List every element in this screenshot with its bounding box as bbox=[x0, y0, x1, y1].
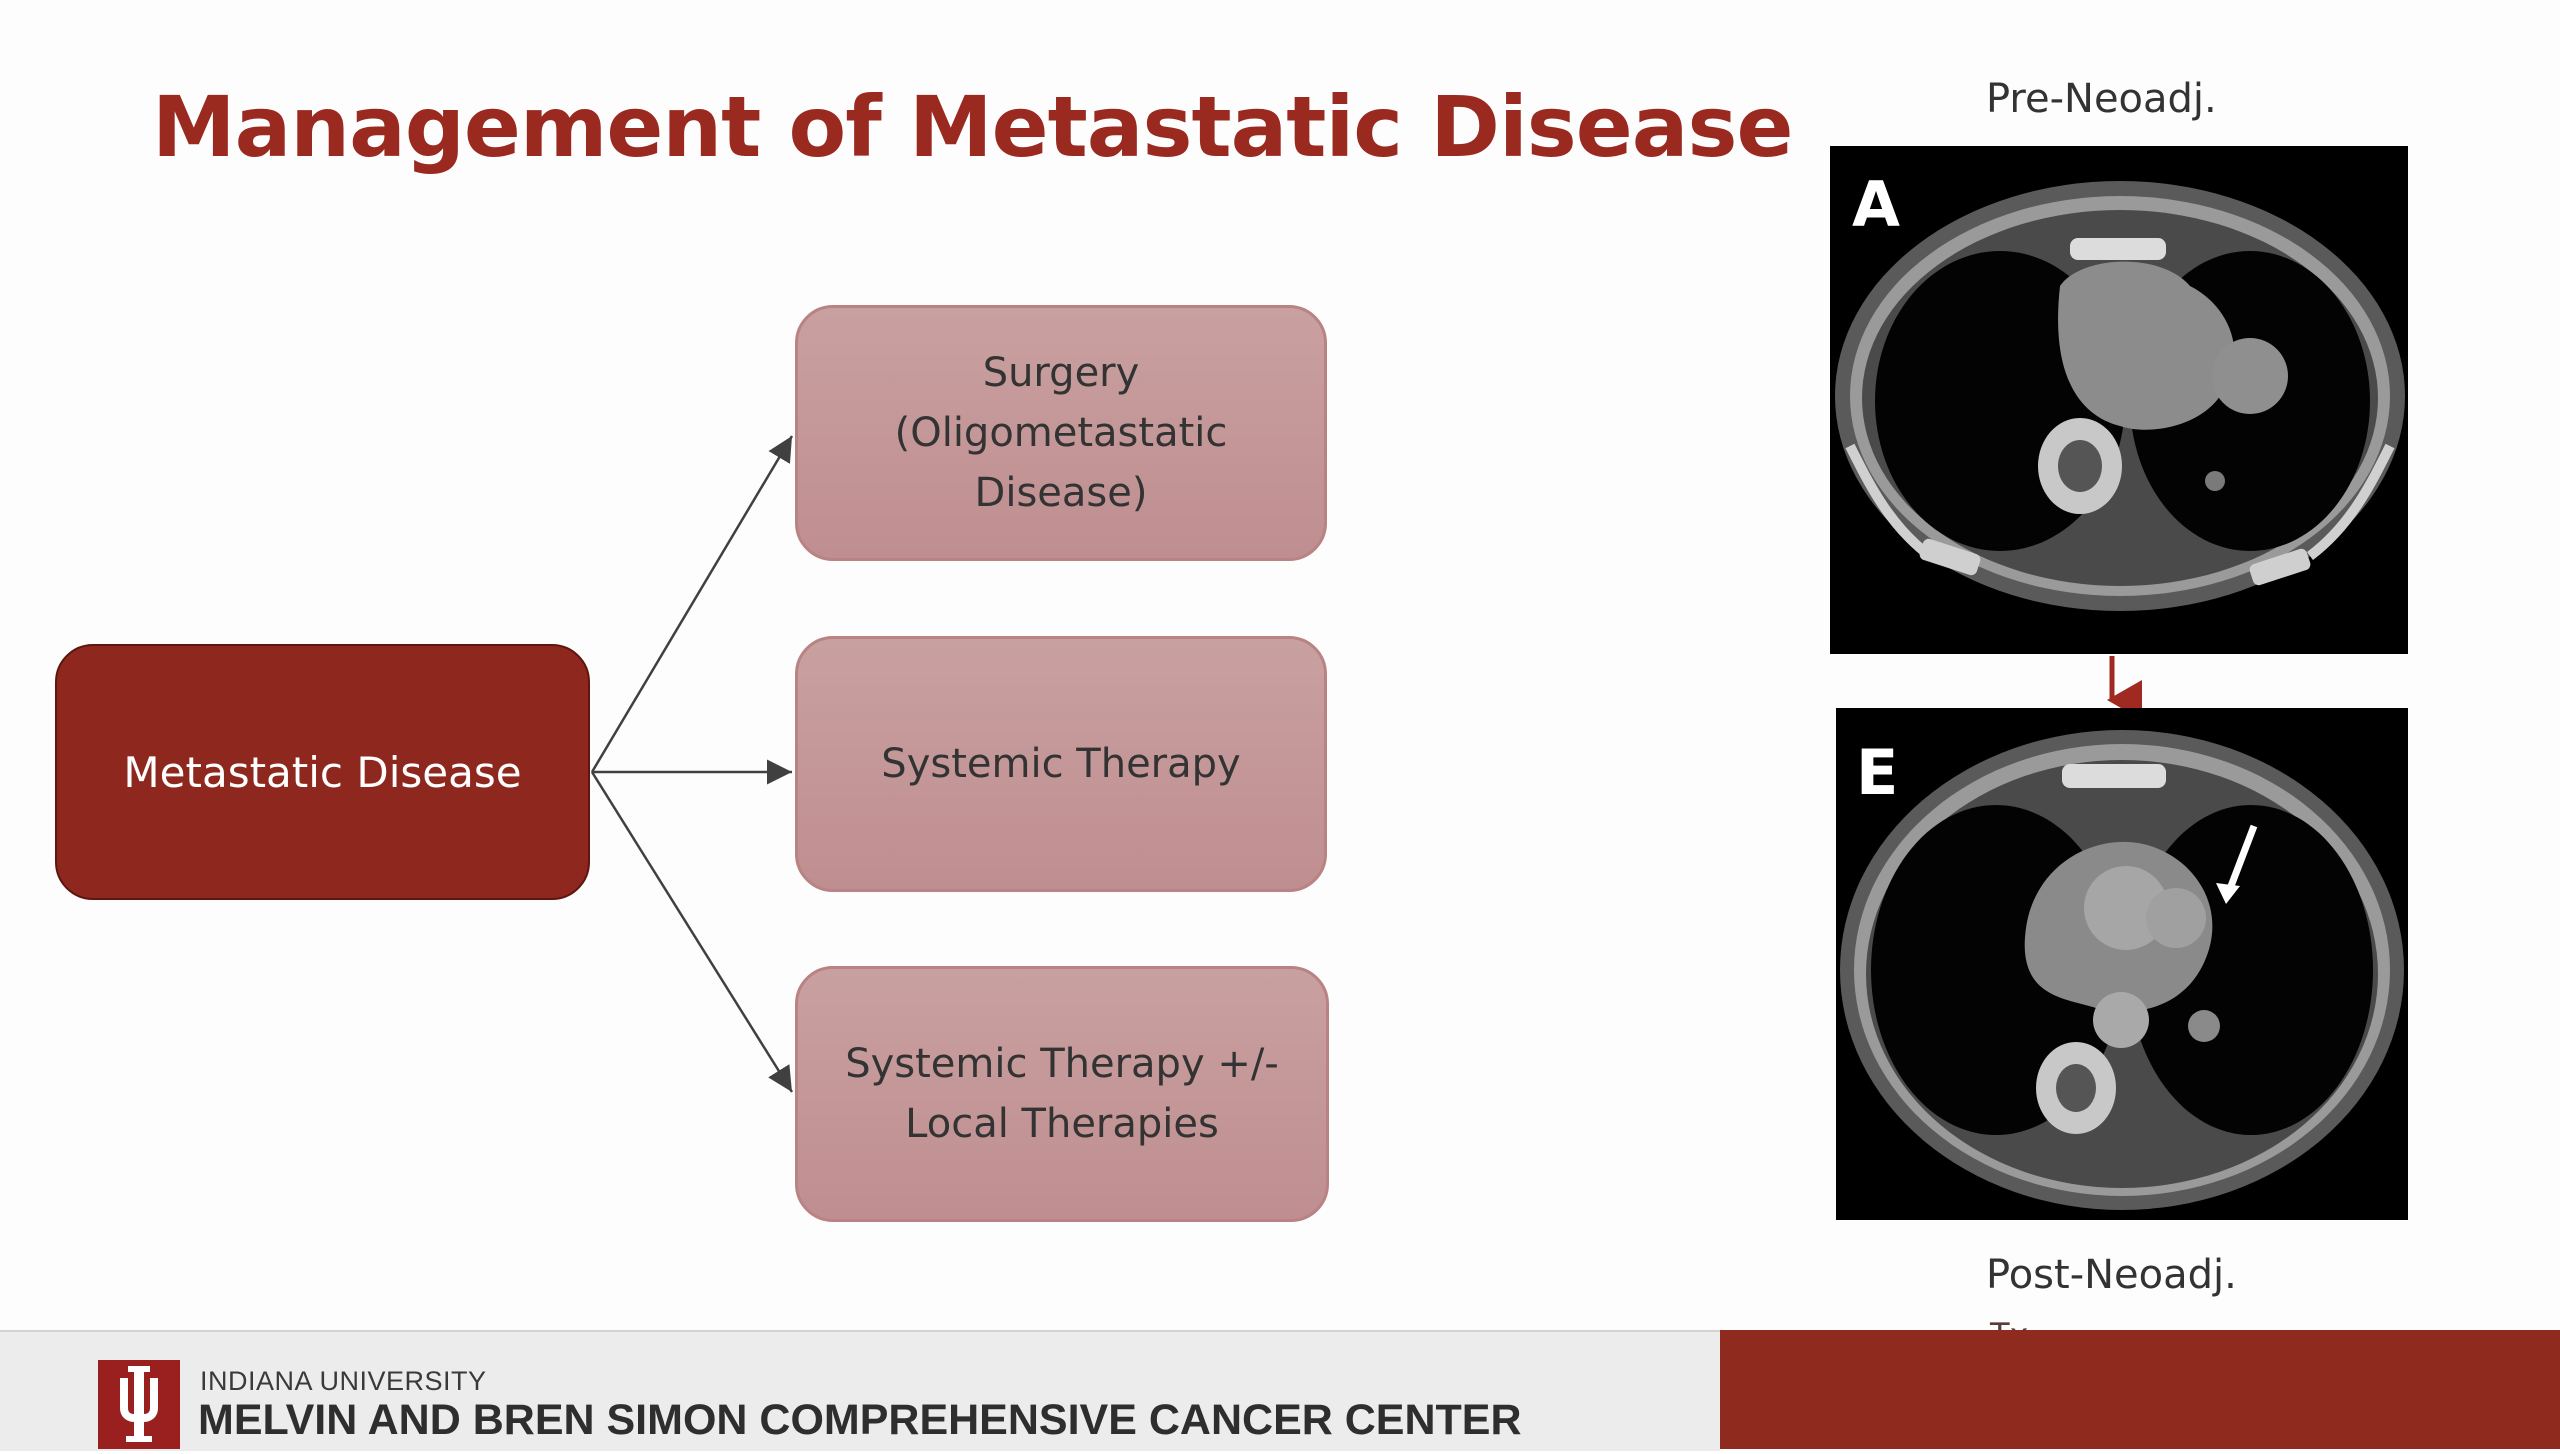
systemic-local-therapy-box: Systemic Therapy +/- Local Therapies bbox=[795, 966, 1329, 1222]
systemic-local-line-2: Local Therapies bbox=[905, 1101, 1219, 1147]
arrow-to-surgery bbox=[590, 435, 794, 773]
org-university-name: INDIANA UNIVERSITY bbox=[200, 1366, 487, 1396]
ct-scan-post-image: E bbox=[1836, 708, 2408, 1220]
ct-scan-pre-drawing bbox=[1835, 181, 2405, 611]
surgery-box: Surgery (Oligometastatic Disease) bbox=[795, 305, 1327, 561]
systemic-therapy-line-1: Systemic Therapy bbox=[881, 741, 1241, 787]
systemic-therapy-box: Systemic Therapy bbox=[795, 636, 1327, 892]
ct-scan-post-drawing bbox=[1840, 730, 2404, 1210]
post-neoadj-caption: Post-Neoadj. bbox=[1986, 1252, 2237, 1298]
metastatic-disease-label: Metastatic Disease bbox=[123, 747, 522, 797]
footer-bar bbox=[0, 1330, 1720, 1451]
iu-trident-icon bbox=[98, 1360, 180, 1449]
surgery-line-3: Disease) bbox=[974, 470, 1148, 516]
arrow-to-systemic-local bbox=[590, 771, 794, 1093]
metastatic-disease-box: Metastatic Disease bbox=[55, 644, 590, 900]
panel-a-label: A bbox=[1852, 168, 1900, 241]
ct-scan-pre-image: A bbox=[1830, 146, 2408, 654]
surgery-line-1: Surgery bbox=[982, 350, 1140, 396]
systemic-local-line-1: Systemic Therapy +/- bbox=[845, 1041, 1279, 1087]
surgery-line-2: (Oligometastatic bbox=[894, 410, 1228, 456]
panel-e-label: E bbox=[1856, 736, 1899, 809]
footer-accent-bar bbox=[1720, 1330, 2560, 1449]
slide-title: Management of Metastatic Disease bbox=[152, 78, 1793, 176]
org-center-name: MELVIN AND BREN SIMON COMPREHENSIVE CANC… bbox=[198, 1396, 1522, 1444]
pre-neoadj-caption: Pre-Neoadj. bbox=[1986, 76, 2217, 122]
